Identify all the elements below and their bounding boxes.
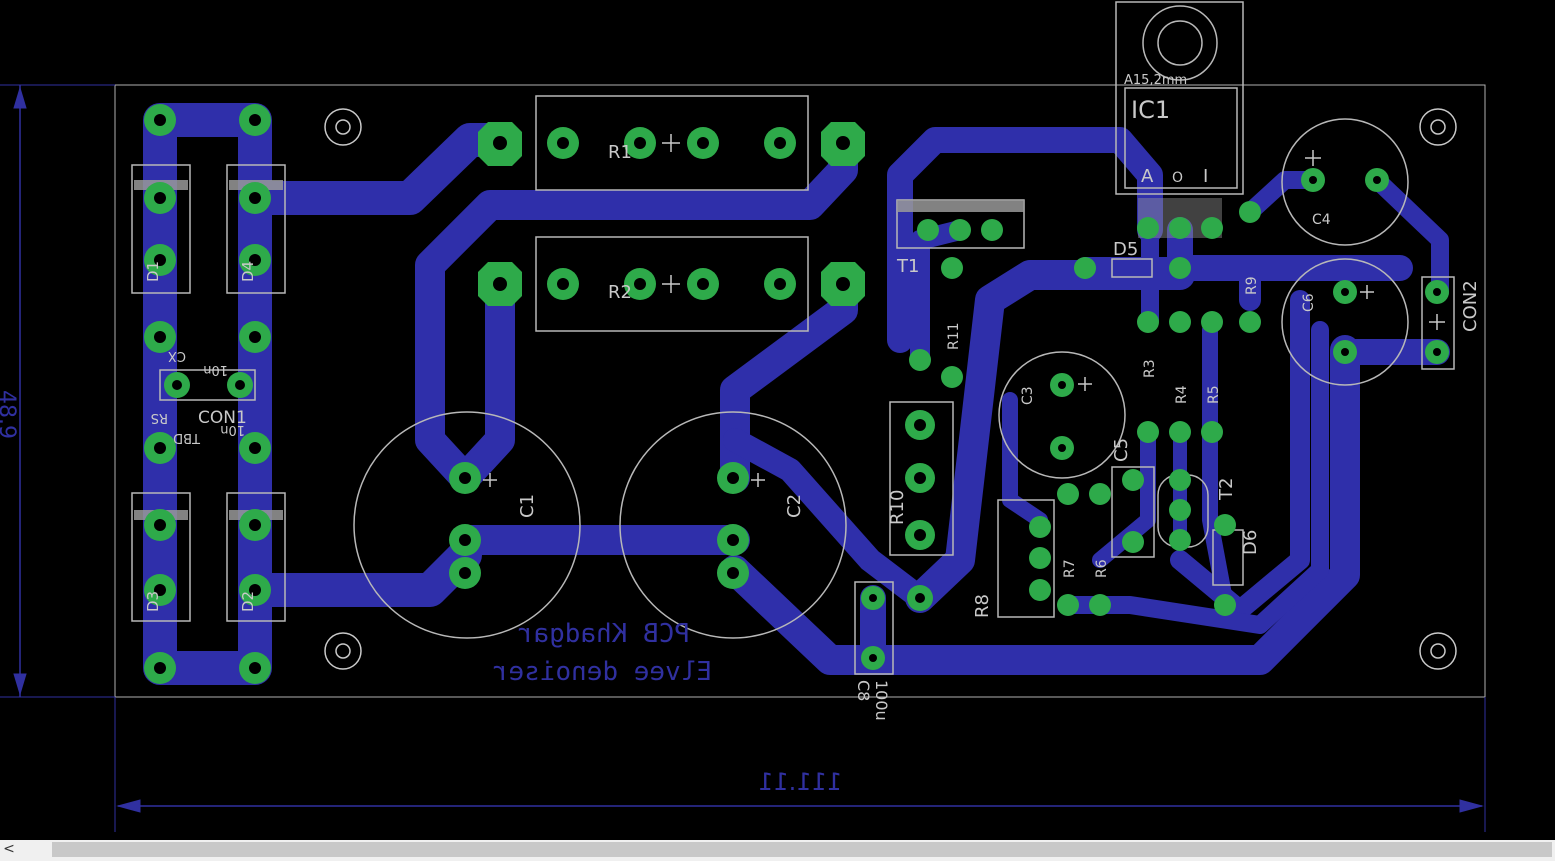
dimension-height-label: 48.9	[0, 390, 19, 439]
mounting-holes	[324, 108, 1457, 670]
label-r8: R8	[972, 594, 993, 618]
dimension-vertical	[0, 84, 115, 698]
label-r7: R7	[1062, 559, 1078, 578]
pad-drill-holes	[154, 114, 1441, 674]
label-r3: R3	[1142, 359, 1158, 378]
silk-text-elvee-denoiser: Elvee denoiser	[493, 657, 712, 687]
label-d3: D3	[144, 591, 162, 612]
label-r9: R9	[1244, 276, 1260, 295]
label-cx-value: 10n	[203, 362, 228, 377]
label-con2: CON2	[1460, 280, 1481, 332]
silk-text-pcb-khadgar: PCB Khadgar	[518, 619, 690, 649]
scroll-thumb[interactable]	[52, 842, 1552, 857]
label-con1: CON1	[198, 408, 247, 428]
label-r4: R4	[1174, 385, 1190, 404]
pcb-layout-canvas[interactable]: 48.9 111.11	[0, 0, 1555, 840]
scroll-left-button[interactable]: <	[3, 841, 15, 857]
label-c5: C5	[1111, 438, 1132, 462]
label-r11: R11	[946, 322, 962, 350]
label-r5: R5	[1206, 385, 1222, 404]
label-d4: D4	[239, 261, 257, 282]
label-ic1-pin-i: I	[1203, 166, 1208, 187]
polarity-markers	[483, 134, 1445, 487]
dimension-horizontal	[114, 697, 1486, 832]
label-ic1-pin-a: A	[1141, 166, 1154, 187]
label-d6: D6	[1240, 530, 1261, 555]
label-ic1: IC1	[1131, 96, 1170, 124]
label-rs: RS	[151, 410, 168, 425]
label-c6: C6	[1301, 293, 1317, 312]
board-outline	[114, 84, 1486, 698]
label-c1: C1	[517, 494, 538, 518]
label-ic1-package: A15,2mm	[1124, 73, 1187, 88]
label-t2: T2	[1216, 478, 1237, 501]
label-t1: T1	[896, 256, 919, 277]
label-tbd: TBD	[173, 430, 201, 445]
label-rs-value: 10n	[220, 422, 245, 437]
label-c8: C8	[854, 680, 873, 701]
label-ic1-pin-o: O	[1172, 170, 1183, 186]
label-d1: D1	[144, 261, 162, 282]
label-c4: C4	[1312, 212, 1331, 228]
label-r2: R2	[608, 282, 632, 303]
label-c3: C3	[1020, 386, 1036, 405]
diode-bodies	[134, 180, 1222, 520]
dimension-width-label: 111.11	[758, 768, 842, 796]
label-d2: D2	[239, 591, 257, 612]
label-d5: D5	[1113, 239, 1138, 260]
horizontal-scrollbar[interactable]: <	[0, 840, 1555, 861]
label-cx: CX	[168, 348, 186, 363]
label-r10: R10	[887, 490, 908, 525]
silkscreen-outlines	[131, 1, 1455, 675]
label-c2: C2	[784, 494, 805, 518]
silkscreen-labels: R1 R2 C1 C2 T1 R11 R10 C8 100u IC1 A15,2…	[144, 73, 1481, 721]
label-c8-value: 100u	[872, 680, 891, 721]
label-r1: R1	[608, 142, 632, 163]
label-r6: R6	[1094, 559, 1110, 578]
